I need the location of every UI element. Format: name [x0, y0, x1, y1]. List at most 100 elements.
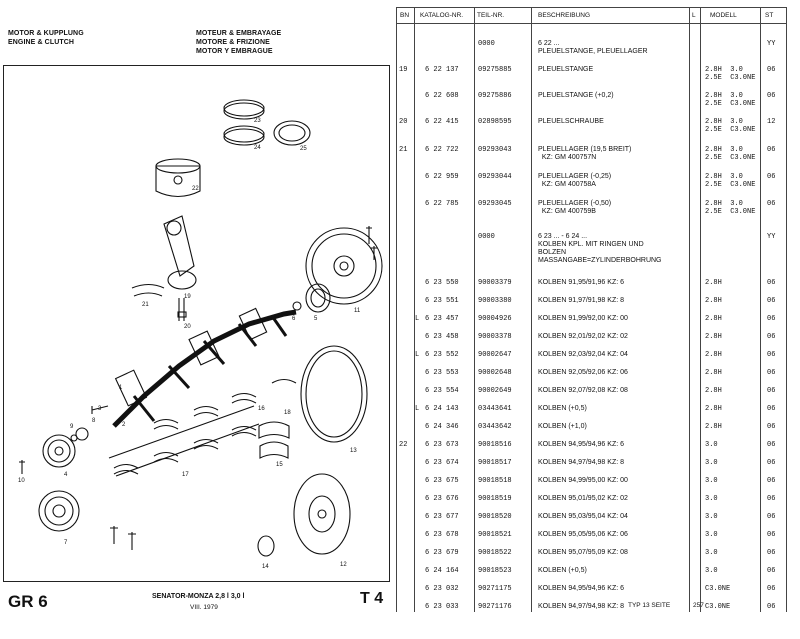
row-katalog-nr: 6 24 346 [425, 423, 459, 431]
callout-10: 10 [18, 478, 25, 484]
footer-page: 257 [693, 602, 704, 609]
row-modell: 2.8H [705, 279, 722, 287]
col-katalog: KATALOG-NR. [420, 12, 464, 19]
row-teil-nr: 09275885 [478, 66, 512, 74]
row-beschreibung: KOLBEN 92,03/92,04 KZ: 04 [538, 351, 628, 358]
row-st: YY [767, 233, 776, 241]
pulley-4 [42, 434, 76, 468]
row-katalog-nr: 6 22 959 [425, 173, 459, 181]
row-teil-nr: 90271176 [478, 603, 512, 611]
row-beschreibung: KOLBEN 91,95/91,96 KZ: 6 [538, 279, 624, 286]
row-beschreibung: KOLBEN 95,05/95,06 KZ: 06 [538, 531, 628, 538]
callout-2: 2 [122, 422, 126, 428]
row-st: 06 [767, 297, 776, 305]
row-katalog-nr: 6 23 553 [425, 369, 459, 377]
row-modell: 2.8H 3.0 2.5E C3.0NE [705, 173, 756, 189]
row-teil-nr: 90018522 [478, 549, 512, 557]
flex-plate-12 [293, 473, 351, 555]
row-beschreibung: KOLBEN (+1,0) [538, 423, 587, 430]
row-modell: 2.8H [705, 297, 722, 305]
callout-21: 21 [142, 302, 149, 308]
row-modell: 2.8H 3.0 2.5E C3.0NE [705, 118, 756, 134]
row-modell: 3.0 [705, 495, 718, 503]
callout-14: 14 [262, 564, 269, 570]
callout-1: 1 [119, 385, 123, 391]
piston-ring-24 [223, 125, 265, 143]
row-modell: 2.8H [705, 369, 722, 377]
row-modell: 3.0 [705, 477, 718, 485]
oil-ring-25 [273, 120, 311, 146]
row-st: 06 [767, 315, 776, 323]
callout-11: 11 [354, 308, 361, 314]
bearing-21 [131, 283, 165, 289]
row-modell: 3.0 [705, 531, 718, 539]
row-katalog-nr: 6 23 675 [425, 477, 459, 485]
row-st: 06 [767, 441, 776, 449]
row-beschreibung: KOLBEN 95,01/95,02 KZ: 02 [538, 495, 628, 502]
row-beschreibung: KOLBEN 94,99/95,00 KZ: 00 [538, 477, 628, 484]
connecting-rod-19 [163, 215, 195, 277]
row-st: 06 [767, 200, 776, 208]
flywheel-11 [305, 227, 383, 305]
oil-seal-5 [305, 283, 331, 313]
piston-22 [155, 165, 201, 198]
row-teil-nr: 90271175 [478, 585, 512, 593]
row-teil-nr: 09293045 [478, 200, 512, 208]
date-label: VIII. 1979 [190, 604, 218, 611]
row-katalog-nr: 6 23 552 [425, 351, 459, 359]
row-st: 06 [767, 603, 776, 611]
col-beschreibung: BESCHREIBUNG [538, 12, 591, 19]
col-l: L [692, 12, 696, 19]
row-teil-nr: 90018523 [478, 567, 512, 575]
row-st: 06 [767, 66, 776, 74]
row-teil-nr: 90002648 [478, 369, 512, 377]
col-bn: BN [400, 12, 410, 19]
piston-ring-23 [223, 99, 265, 117]
row-katalog-nr: 6 23 457 [425, 315, 459, 323]
row-beschreibung: PLEUELSTANGE (+0,2) [538, 92, 614, 99]
row-teil-nr: 90018520 [478, 513, 512, 521]
pilot-14 [257, 535, 275, 557]
callout-20: 20 [184, 324, 191, 330]
row-beschreibung: KOLBEN 92,07/92,08 KZ: 08 [538, 387, 628, 394]
row-teil-nr: 90004926 [478, 315, 512, 323]
callout-15: 15 [276, 462, 283, 468]
row-bn: 20 [399, 118, 408, 126]
damper-7 [38, 490, 80, 532]
row-modell: 2.8H 3.0 2.5E C3.0NE [705, 92, 756, 108]
row-teil-nr: 09293044 [478, 173, 512, 181]
row-st: 06 [767, 173, 776, 181]
row-modell: 3.0 [705, 459, 718, 467]
callout-9: 9 [70, 424, 74, 430]
header-line-1: MOTOR & KUPPLUNG [8, 30, 84, 37]
row-bn: 19 [399, 66, 408, 74]
row-teil-nr: 0000 [478, 40, 495, 48]
row-st: 06 [767, 459, 776, 467]
row-teil-nr: 03443642 [478, 423, 512, 431]
row-beschreibung: KOLBEN (+0,5) [538, 405, 587, 412]
row-beschreibung: KOLBEN 91,99/92,00 KZ: 00 [538, 315, 628, 322]
callout-18: 18 [284, 410, 291, 416]
row-katalog-nr: 6 23 674 [425, 459, 459, 467]
exploded-parts-diagram: 23 24 25 22 19 21 20 5 6 11 4 2 1 3 18 1… [18, 99, 383, 570]
row-st: 06 [767, 567, 776, 575]
row-teil-nr: 09293043 [478, 146, 512, 154]
col-modell: MODELL [710, 12, 737, 19]
row-st: 06 [767, 513, 776, 521]
row-beschreibung: KOLBEN 92,05/92,06 KZ: 06 [538, 369, 628, 376]
header-it: MOTORE & FRIZIONE [196, 39, 270, 46]
row-katalog-nr: 6 23 673 [425, 441, 459, 449]
row-beschreibung: KOLBEN 95,03/95,04 KZ: 04 [538, 513, 628, 520]
callout-25: 25 [300, 146, 307, 152]
row-l-flag: L [415, 351, 420, 359]
row-st: 06 [767, 146, 776, 154]
row-katalog-nr: 6 22 785 [425, 200, 459, 208]
row-beschreibung: KOLBEN (+0,5) [538, 567, 587, 574]
row-teil-nr: 90018517 [478, 459, 512, 467]
row-st: 12 [767, 118, 776, 126]
row-beschreibung: PLEUELLAGER (-0,25) KZ: GM 400758A [538, 173, 612, 188]
diagram-frame [3, 65, 390, 582]
row-beschreibung: KOLBEN 95,07/95,09 KZ: 08 [538, 549, 628, 556]
row-st: 06 [767, 369, 776, 377]
